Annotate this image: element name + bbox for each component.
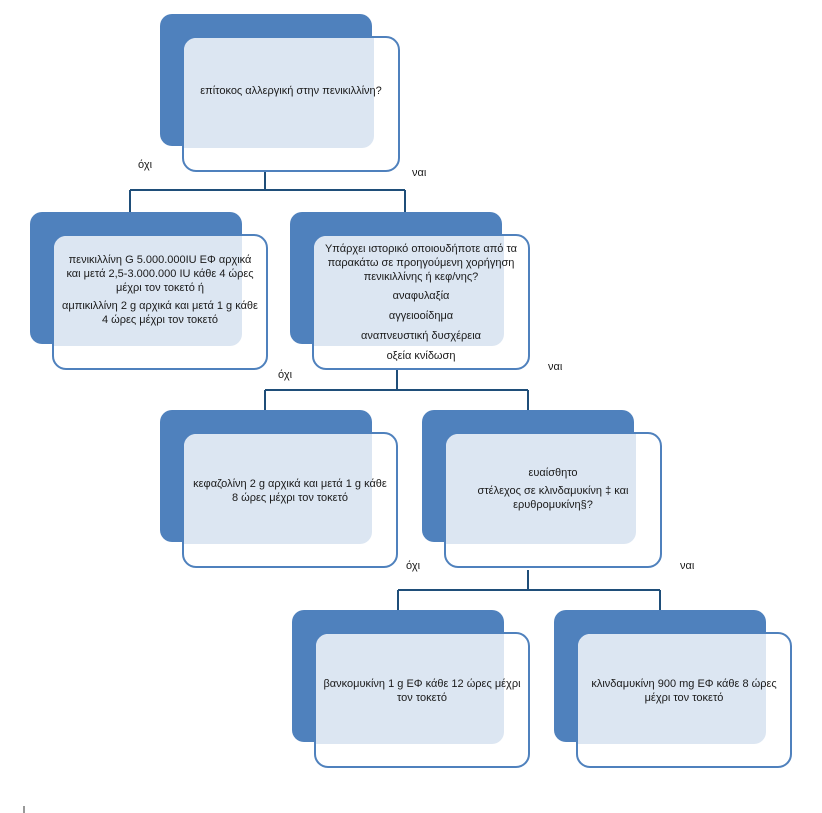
sensitive-text: ευαίσθητο στέλεχος σε κλινδαμυκίνη ‡ και… <box>446 434 660 566</box>
edge-label-no-2: όχι <box>278 369 293 381</box>
history-line-2: αναφυλαξία <box>392 290 450 302</box>
history-line-1: Υπάρχει ιστορικό οποιουδήποτε από τα παρ… <box>324 243 518 283</box>
clindamycin-line-1: κλινδαμυκίνη 900 mg ΕΦ κάθε 8 ώρες μέχρι… <box>591 678 777 704</box>
node-vancomycin-treatment: βανκομυκίνη 1 g ΕΦ κάθε 12 ώρες μέχρι το… <box>292 610 530 768</box>
node-allergy-history-question: Υπάρχει ιστορικό οποιουδήποτε από τα παρ… <box>290 212 530 370</box>
penicillin-text: πενικιλλίνη G 5.000.000IU ΕΦ αρχικά και … <box>54 236 266 368</box>
history-line-3: αγγειοοίδημα <box>388 310 454 322</box>
node-clindamycin-sensitivity-question: ευαίσθητο στέλεχος σε κλινδαμυκίνη ‡ και… <box>422 410 662 568</box>
penicillin-line-1: πενικιλλίνη G 5.000.000IU ΕΦ αρχικά και … <box>66 254 254 294</box>
node-cefazolin-treatment: κεφαζολίνη 2 g αρχικά και μετά 1 g κάθε … <box>160 410 398 568</box>
cefazolin-line-1: κεφαζολίνη 2 g αρχικά και μετά 1 g κάθε … <box>193 478 387 504</box>
root-line-1: επίτοκος αλλεργική στην πενικιλλίνη? <box>200 85 382 97</box>
edge-label-no-3: όχι <box>406 560 421 572</box>
vancomycin-text: βανκομυκίνη 1 g ΕΦ κάθε 12 ώρες μέχρι το… <box>316 634 528 766</box>
history-text: Υπάρχει ιστορικό οποιουδήποτε από τα παρ… <box>314 236 528 368</box>
cefazolin-text: κεφαζολίνη 2 g αρχικά και μετά 1 g κάθε … <box>184 434 396 566</box>
root-text: επίτοκος αλλεργική στην πενικιλλίνη? <box>184 38 398 170</box>
edge-root-children <box>129 170 406 212</box>
edge-label-yes-3: ναι <box>680 560 695 572</box>
node-clindamycin-treatment: κλινδαμυκίνη 900 mg ΕΦ κάθε 8 ώρες μέχρι… <box>554 610 792 768</box>
edge-label-yes-1: ναι <box>412 167 427 179</box>
sensitive-line-1: ευαίσθητο <box>528 467 578 479</box>
edge-history-children <box>264 370 529 410</box>
node-penicillin-allergy-question: επίτοκος αλλεργική στην πενικιλλίνη? <box>160 14 400 172</box>
history-line-4: αναπνευστική δυσχέρεια <box>360 330 482 342</box>
edge-label-yes-2: ναι <box>548 361 563 373</box>
edge-sensitive-children <box>397 570 661 610</box>
clindamycin-text: κλινδαμυκίνη 900 mg ΕΦ κάθε 8 ώρες μέχρι… <box>578 634 790 766</box>
sensitive-line-2: στέλεχος σε κλινδαμυκίνη ‡ και ερυθρομυκ… <box>477 485 629 511</box>
node-penicillin-treatment: πενικιλλίνη G 5.000.000IU ΕΦ αρχικά και … <box>30 212 268 370</box>
penicillin-line-2: αμπικιλλίνη 2 g αρχικά και μετά 1 g κάθε… <box>62 300 258 326</box>
vancomycin-line-1: βανκομυκίνη 1 g ΕΦ κάθε 12 ώρες μέχρι το… <box>323 678 521 704</box>
history-line-5: οξεία κνίδωση <box>386 350 456 362</box>
edge-label-no-1: όχι <box>138 159 153 171</box>
